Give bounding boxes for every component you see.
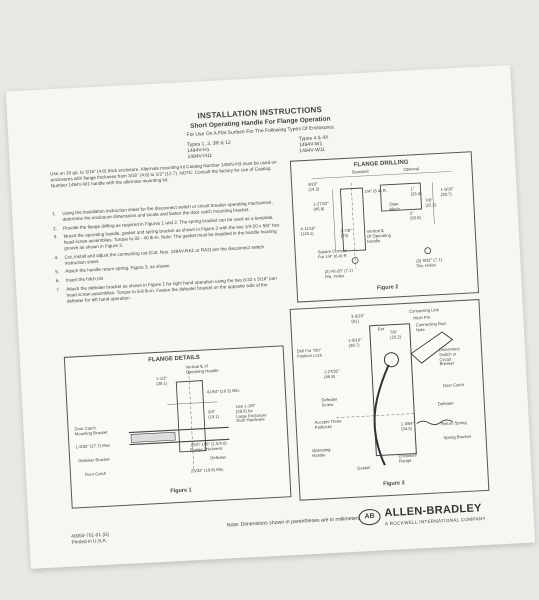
dim-1-27-32: 1-27/32" (46.8) xyxy=(323,368,340,380)
step-number: 5. xyxy=(55,269,60,275)
label-hitch-pin: Hitch Pin xyxy=(413,314,431,321)
label-defeater: Defeater xyxy=(210,454,227,461)
allen-bradley-logo: AB xyxy=(358,508,382,526)
label-oper-mech: Oper. Mech. xyxy=(389,201,402,212)
step-number: 6. xyxy=(55,278,60,284)
dim-2-7-8: 2-7/8" (73) xyxy=(340,227,352,239)
label-door-catch-bracket: Door Catch Mounting Bracket xyxy=(74,425,108,437)
dimensions-note: Note: Dimensions shown in parentheses ar… xyxy=(226,515,362,529)
figure-1-panel: FLANGE DETAILS Vertical ℄ of Operating H… xyxy=(63,345,292,509)
label-gasket: Gasket xyxy=(356,464,371,471)
label-standard: Standard xyxy=(351,168,369,175)
label-connecting-rod: Connecting Rod Note xyxy=(415,320,446,333)
figure-3-panel: 3-3/16" (81) Connecting Link Hitch Pin C… xyxy=(289,299,490,501)
label-operating-handle: Operating Handle xyxy=(311,447,331,458)
dim-7-8: 7/8" (22.2) xyxy=(424,197,437,208)
types-column-1: Types 1, 3, 3R & 12 1494V-H1 1494V-H11 xyxy=(187,140,232,160)
handle-assembly-drawing xyxy=(336,323,454,466)
label-vertical-centerline: Vertical ℄ Of Operating Handle xyxy=(366,227,391,244)
label-flange-thickness: .059"/.188" (1.5/4.8) Flange Thickness xyxy=(189,440,227,453)
label-defeater-screw: Defeater Screw xyxy=(321,396,338,408)
label-optional: Optional xyxy=(403,166,420,172)
label-enclosure-flange: Enclosure Flange xyxy=(398,452,418,464)
label-accepts-padlocks: Accepts Three Padlocks xyxy=(314,418,342,430)
dim-1-1-2: 1-1/2" (38.1) xyxy=(155,375,168,386)
instruction-sheet: INSTALLATION INSTRUCTIONS Short Operatin… xyxy=(5,65,536,569)
label-vertical-centerline: Vertical ℄ of Operating Handle xyxy=(185,363,219,375)
label-holes-left: (2) #6-20" (7.1) Dia. Holes xyxy=(324,267,354,279)
dim-7-8: 7/8" (22.2) xyxy=(389,329,402,340)
dim-3-4: 3/4" (19.1) xyxy=(207,409,220,420)
dim-1-27-32: 1-27/32" (46.8) xyxy=(313,200,329,212)
instruction-steps: 1.Using the installation instruction she… xyxy=(52,199,285,307)
catalog-number: 1494V-W11 xyxy=(299,146,326,155)
label-defeater: Defeater xyxy=(437,400,454,407)
step-number: 1. xyxy=(52,211,57,217)
label-holes-right: (2) 9/32" (7.1) Dia. Holes xyxy=(416,256,443,269)
label-ear: Ear xyxy=(377,326,385,332)
dim-2: 2" (50.8) xyxy=(409,210,422,221)
flange-details-drawing xyxy=(128,371,230,472)
dim-4-11-16: 4-11/16" (119.1) xyxy=(300,225,316,237)
intro-paragraph: Use on 16 ga. to 3/16" (4.8) thick enclo… xyxy=(50,159,277,188)
flange-drilling-drawing xyxy=(311,171,452,269)
label-square-corners: Square Corners For 1/4" (6.4) R xyxy=(317,247,348,260)
label-use-1-1-8: Use 1-1/8" (28.6) for Large Enclosure Do… xyxy=(235,402,267,424)
catalog-number: 1494V-H11 xyxy=(187,152,213,161)
figure-2-panel: FLANGE DRILLING Standard Optional 9/16" … xyxy=(289,151,480,303)
step-number: 4. xyxy=(54,254,59,260)
step-text: Insert the hitch pin. xyxy=(65,275,105,283)
types-column-2: Types 4 & 4X 1494V-W1 1494V-W11 xyxy=(299,135,330,155)
label-drill-for-lock: Drill For "On" Position Lock xyxy=(296,347,323,359)
dim-1: 1" (25.4) xyxy=(410,186,422,197)
dim-3-3-16: 3-3/16" (81) xyxy=(350,313,365,324)
dim-1-9-16: 1-9/16" (39.7) xyxy=(348,337,362,348)
step-number: 2. xyxy=(52,225,58,231)
document-number-block: 40050-701-01 (G) Printed in U.S.A. xyxy=(71,533,110,547)
dim-9-16: 9/16" (14.3) xyxy=(307,181,320,192)
printed-in: Printed in U.S.A. xyxy=(71,538,108,546)
dim-1-3-64: 1-3/64" (34.5) xyxy=(400,420,415,432)
dim-1-9-16: 1-9/16" (39.7) xyxy=(440,186,455,197)
label-disconnect: Disconnect Switch or Circuit Breaker xyxy=(438,346,460,367)
